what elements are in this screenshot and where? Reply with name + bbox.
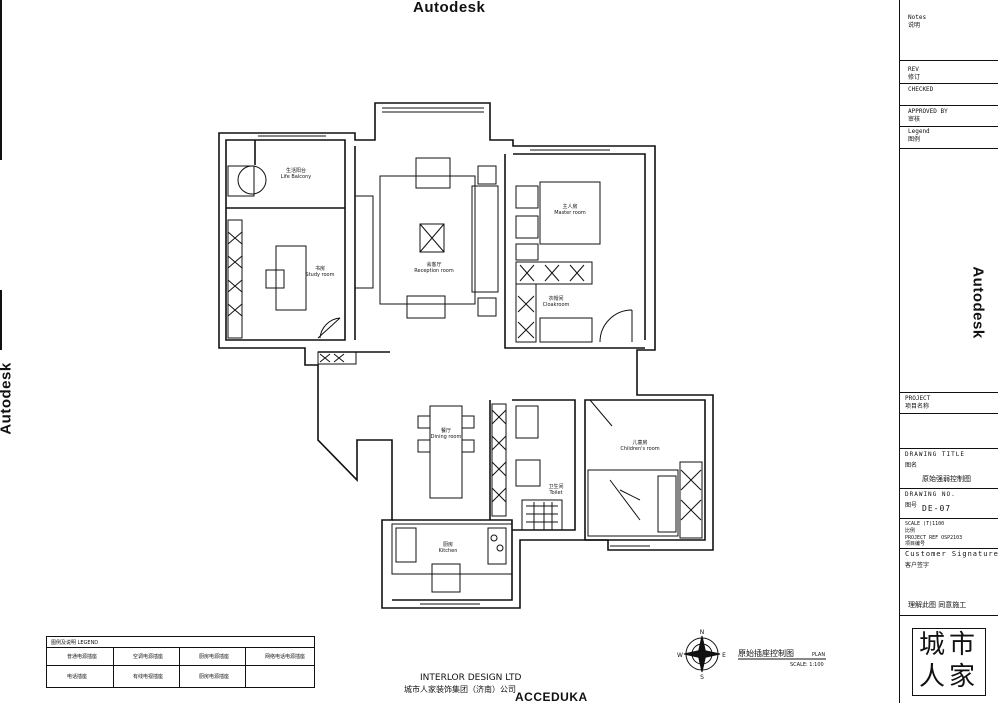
signature-label: Customer Signature [905,550,999,558]
rev-label: REV [908,66,919,73]
bath-label-cn: 卫生间 [548,483,563,490]
compass-w: W [677,652,683,659]
company-stamp: 城市人家 [912,628,986,696]
company-name: 城市人家装饰集团（济南）公司 [404,684,516,694]
master-label-cn: 主人房 [562,203,577,210]
compass-rose [683,635,721,673]
dining-label-en: Dining room [431,434,462,440]
rev-label-cn: 修订 [908,74,921,81]
legend-item: 普通电源插座 [67,654,98,660]
drawing-title-label-cn: 图名 [905,462,918,469]
watermark-top: Autodesk [413,0,486,16]
cloak-label-cn: 衣帽间 [548,295,563,302]
legend-label: Legend [908,128,930,135]
project-label-cn: 项目名称 [905,403,930,410]
study-label-en: Study room [306,272,335,278]
drawing-title-label: DRAWING TITLE [905,451,965,458]
bath-label-en: Toilet [548,490,562,496]
compass-n: N [700,629,705,636]
project-ref: PROJECT REF OSP2103 [905,535,963,541]
approved-label-cn: 审核 [908,116,921,123]
legend-label-cn: 图例 [908,136,921,143]
signature-label-cn: 客户签字 [905,562,930,569]
living-label-cn: 会客厅 [426,261,441,268]
legend-item: 厨房电源插座 [199,654,230,660]
study-label-cn: 书房 [315,265,325,272]
notes-label-cn: 说明 [908,22,921,29]
plan-scale: SCALE: 1:100 [790,662,824,668]
plan-title-cn: 原始插座控制图 [738,648,794,658]
legend-item: 电话插座 [67,674,88,680]
compass-s: S [700,674,704,681]
kitchen-label-cn: 厨房 [443,541,453,548]
child-label-cn: 儿童房 [632,439,647,446]
drawing-no-value: DE-07 [922,504,952,513]
left-border-line [0,0,2,160]
kitchen-label-en: Kitchen [439,548,458,554]
title-block [899,0,1000,703]
legend-item: 空调电源插座 [133,654,164,660]
living-label-en: Reception room [414,268,454,274]
child-label-en: Children's room [620,446,659,452]
scale-line: SCALE (T)1100 [905,521,945,527]
legend-item: 网络电话电源插座 [265,654,306,660]
watermark-bottom: ACCEDUKA [515,690,588,704]
cloak-label-en: Cloakroom [543,302,570,308]
drawing-title-value: 原始强弱控制图 [922,475,971,483]
project-ref-cn: 项目编号 [905,541,926,547]
scale-line-cn: 比例 [905,528,916,534]
balcony-label-cn: 生活阳台 [286,167,306,174]
legend-item: 有线电视插座 [133,674,164,680]
agree-text: 理解此图 同意施工 [908,601,967,609]
project-label: PROJECT [905,395,931,402]
compass-e: E [722,652,726,659]
drawing-no-label: DRAWING NO. [905,491,956,498]
checked-label: CHECKED [908,86,934,93]
company-logo: INTERLOR DESIGN LTD [420,673,522,683]
approved-label: APPROVED BY [908,108,948,115]
notes-label: Notes [908,14,927,21]
legend-item: 厨房电源插座 [199,674,230,680]
left-border-line [0,290,2,350]
drawing-no-label-cn: 图号 [905,502,918,509]
dining-label-cn: 餐厅 [441,427,451,434]
master-label-en: Master room [554,210,586,216]
plan-title-en: PLAN [812,652,825,658]
legend-box: 图例及说明 LEGEND 普通电源插座 空调电源插座 厨房电源插座 网络电话电源… [46,636,315,688]
balcony-label-en: Life Balcony [281,174,311,180]
legend-title: 图例及说明 LEGEND [51,640,99,646]
